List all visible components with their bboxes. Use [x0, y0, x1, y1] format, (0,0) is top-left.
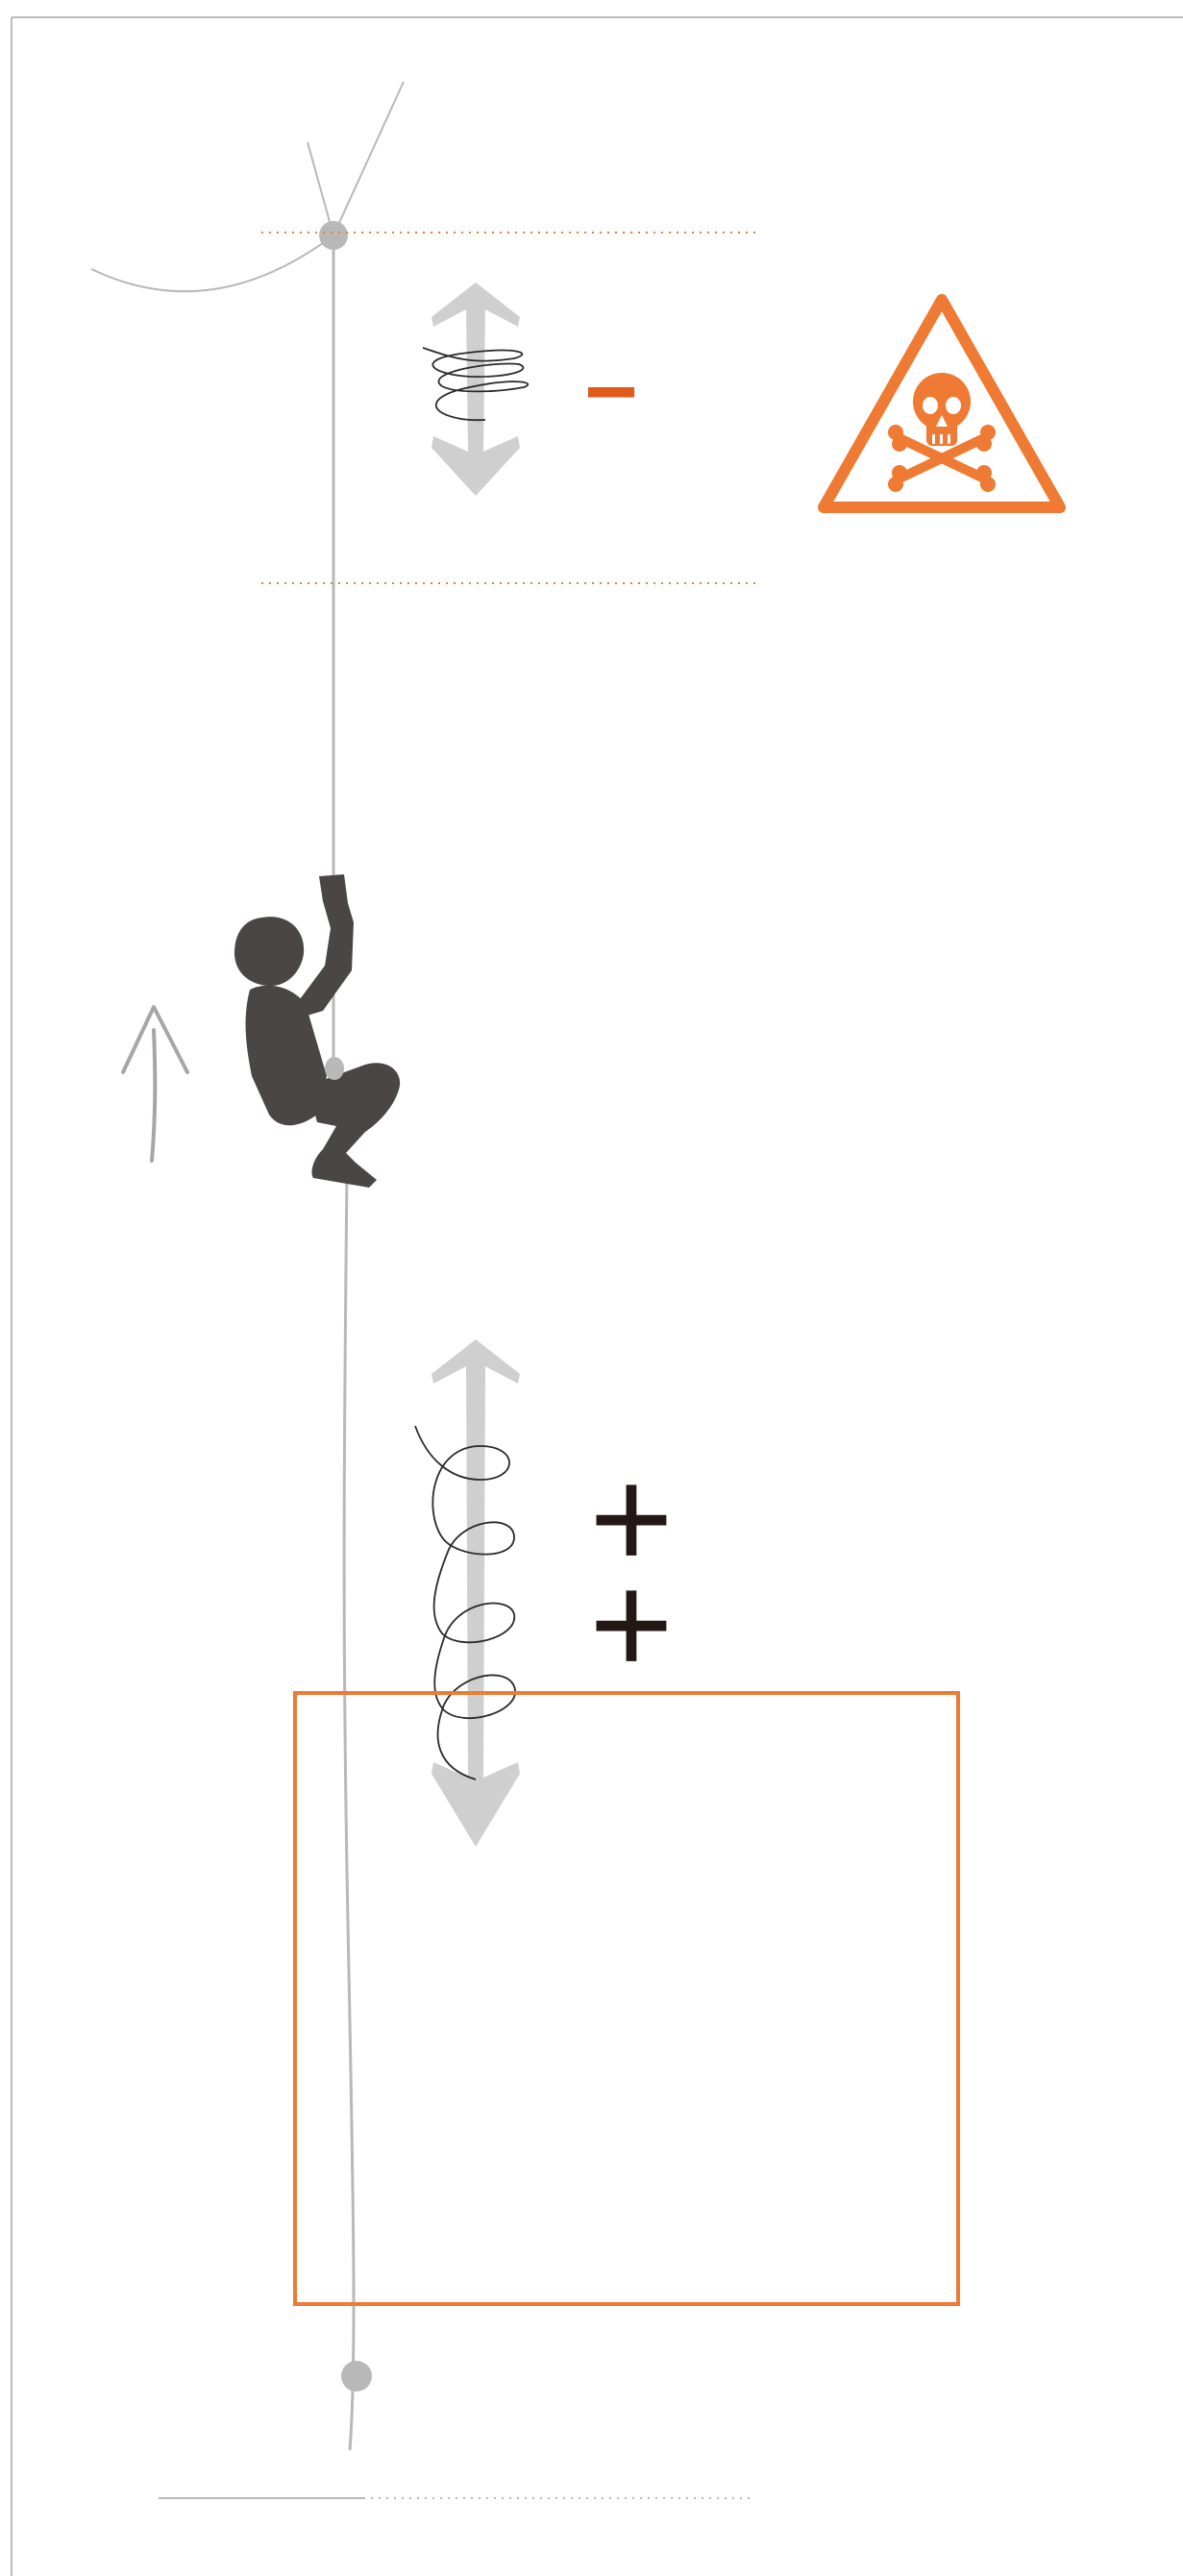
climber-silhouette-icon [234, 874, 400, 1188]
up-arrow-icon [123, 1007, 187, 1161]
lower-spring-icon [415, 1426, 515, 1779]
top-anchor [91, 82, 404, 291]
plus-sign-lower: + [589, 1543, 674, 1705]
plus-signs: + + [589, 1437, 674, 1705]
lower-double-arrow-icon [431, 1339, 520, 1847]
upper-zone-boundaries [261, 233, 755, 583]
safe-zone-box [295, 1693, 958, 2304]
rope [333, 235, 372, 2450]
minus-sign: − [584, 340, 638, 443]
skull-crossbones-warning-icon [824, 300, 1060, 507]
